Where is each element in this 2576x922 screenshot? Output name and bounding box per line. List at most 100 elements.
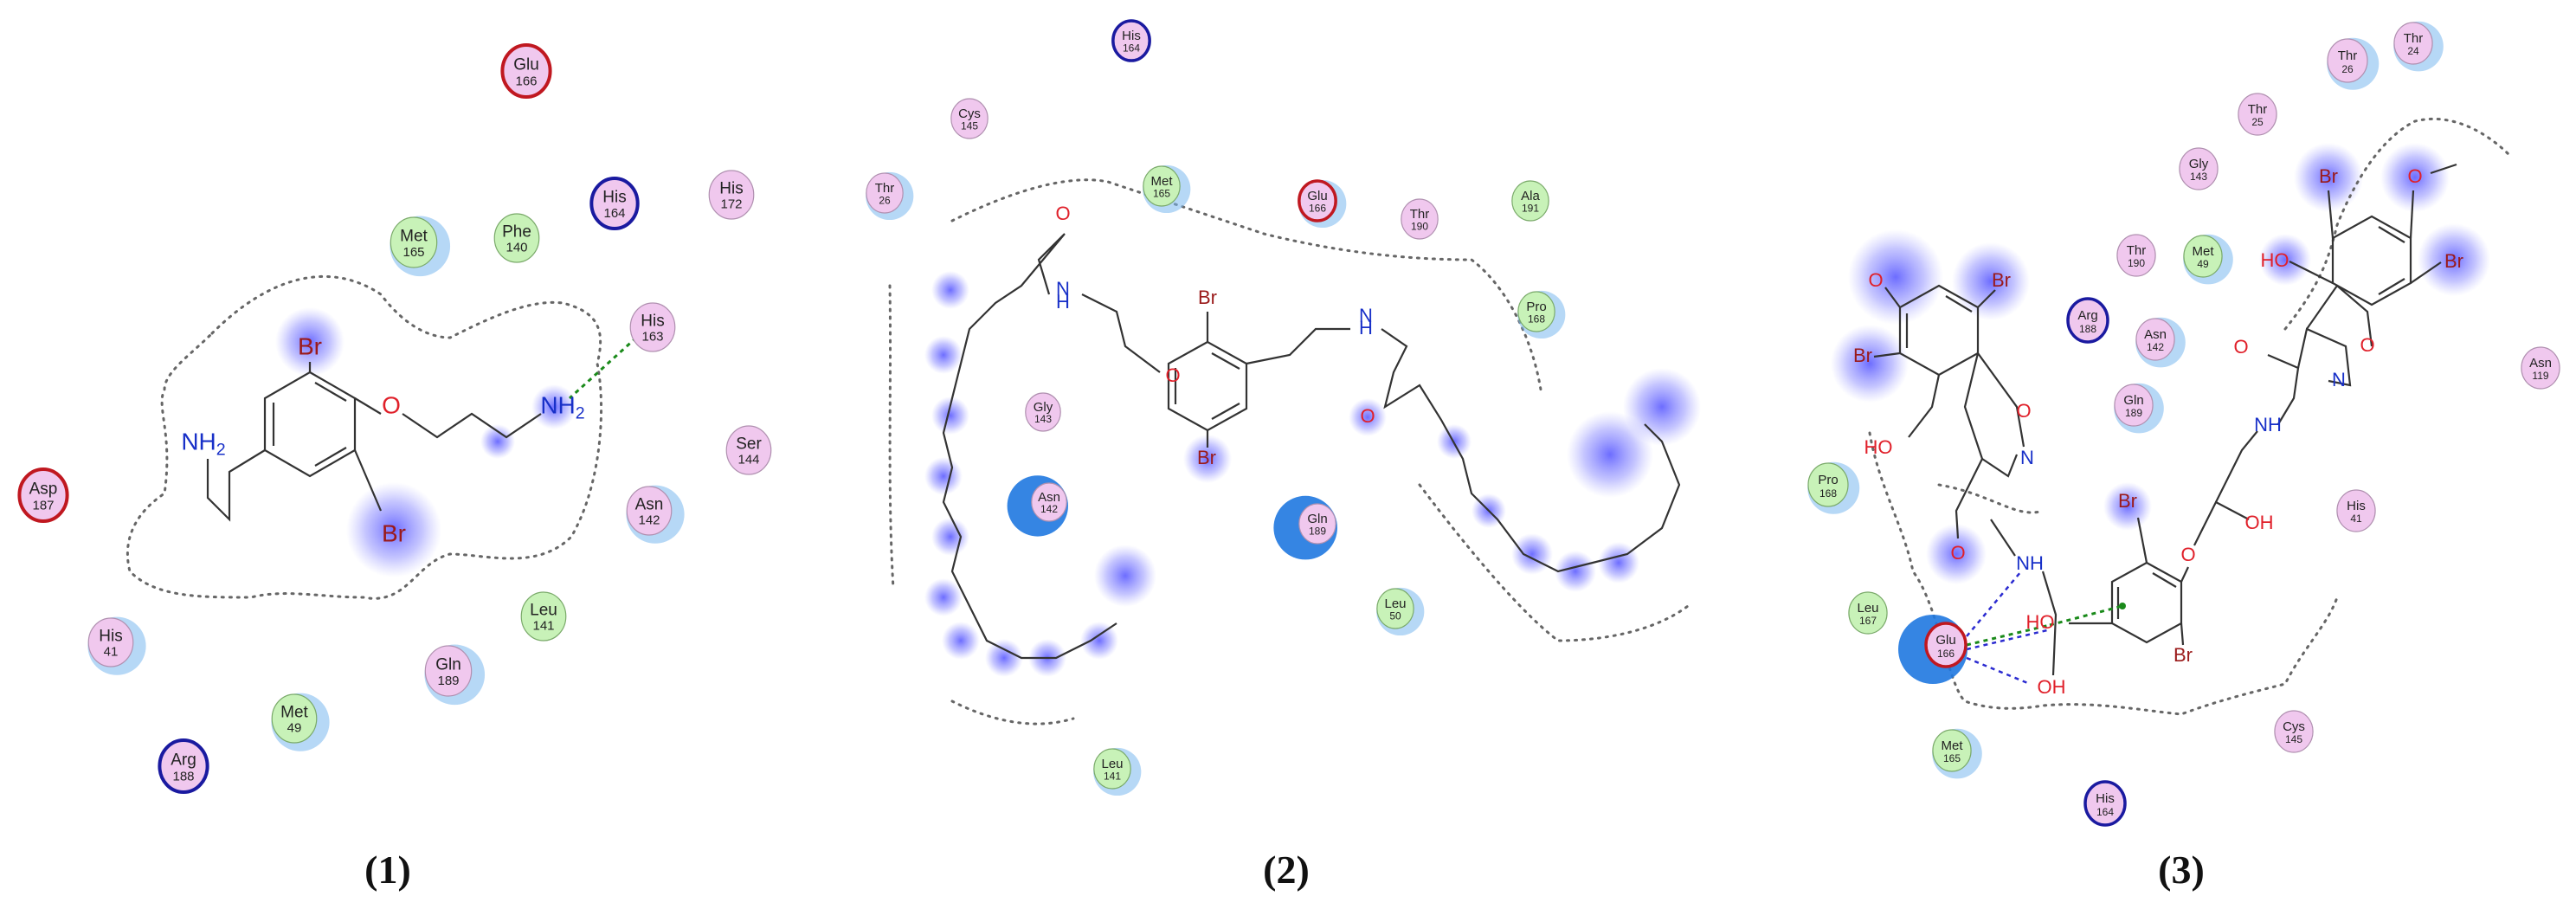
residue-number: 26 bbox=[879, 195, 891, 207]
panel-1-caption: (1) bbox=[364, 848, 411, 892]
residue-name: Thr bbox=[2404, 31, 2424, 46]
atom-label-o: O bbox=[2233, 336, 2248, 358]
atom-label-br: Br bbox=[2319, 165, 2338, 187]
residue-name: Arg bbox=[171, 751, 196, 770]
residue-name: Cys bbox=[958, 106, 981, 121]
residue-disc bbox=[1143, 165, 1181, 207]
atom-label-o: HO bbox=[2261, 249, 2289, 271]
residue-name: Asn bbox=[635, 496, 664, 514]
atom-label-o: OH bbox=[2038, 676, 2066, 698]
atom-label-o: O bbox=[2360, 334, 2374, 356]
panel-3-pocket-contour-inner bbox=[1937, 483, 2045, 514]
residue-number: 50 bbox=[1389, 610, 1401, 622]
residue-name: Leu bbox=[1101, 757, 1123, 771]
panel-1-ligand-bonds bbox=[206, 362, 542, 522]
residue-disc bbox=[2521, 346, 2560, 390]
residue-number: 144 bbox=[737, 452, 759, 467]
residue-disc bbox=[500, 43, 552, 99]
residue-number: 188 bbox=[2079, 323, 2096, 335]
residue-number: 189 bbox=[437, 674, 459, 688]
residue-disc bbox=[2336, 489, 2376, 532]
residue-number: 41 bbox=[104, 644, 119, 659]
residue-number: 164 bbox=[1123, 42, 1140, 55]
atom-label-n: H bbox=[1359, 317, 1373, 338]
panel-3-caption: (3) bbox=[2158, 848, 2205, 892]
residue-name: Pro bbox=[1818, 473, 1838, 487]
atom-label-br: Br bbox=[298, 332, 322, 359]
residue-disc bbox=[950, 98, 989, 139]
panel-3-pocket-contour-left bbox=[1868, 431, 2339, 716]
atom-label-br: Br bbox=[2174, 644, 2193, 666]
residue-number: 163 bbox=[641, 329, 663, 344]
panel-3-solvent-shadows bbox=[1831, 143, 2490, 584]
residue-number: 164 bbox=[603, 206, 625, 221]
residue-disc bbox=[87, 617, 134, 667]
residue-name: Pro bbox=[1526, 300, 1546, 314]
panel-1 bbox=[126, 275, 638, 600]
atom-label-n: NH2 bbox=[540, 391, 584, 422]
residue-name: Ala bbox=[1521, 189, 1540, 203]
residue-number: 189 bbox=[2125, 407, 2142, 419]
panel-2-pocket-contour-upper bbox=[950, 178, 1542, 391]
residue-disc bbox=[158, 738, 209, 794]
residue-number: 142 bbox=[638, 513, 660, 527]
residue-number: 143 bbox=[1034, 413, 1052, 425]
residue-disc bbox=[1376, 588, 1414, 629]
residue-number: 166 bbox=[1309, 203, 1326, 215]
residue-number: 172 bbox=[720, 197, 742, 211]
residue-disc bbox=[589, 177, 640, 230]
atom-label-n: N bbox=[1056, 278, 1070, 300]
panel-2-caption: (2) bbox=[1263, 848, 1310, 892]
residue-disc bbox=[2393, 22, 2433, 65]
atom-label-o: O bbox=[1055, 203, 1070, 224]
residue-number: 24 bbox=[2407, 45, 2419, 57]
atom-label-br: Br bbox=[2118, 490, 2137, 512]
residue-disc bbox=[866, 172, 904, 214]
atom-label-o: HO bbox=[1864, 436, 1893, 458]
residue-name: His bbox=[2096, 791, 2115, 806]
residue-number: 188 bbox=[172, 770, 194, 784]
residue-number: 168 bbox=[1819, 487, 1837, 500]
panel-2-pocket-contour-left bbox=[888, 284, 895, 590]
residue-number: 187 bbox=[32, 499, 54, 513]
residue-disc bbox=[2066, 297, 2109, 344]
atom-label-br: Br bbox=[1197, 447, 1216, 468]
residue-disc bbox=[1807, 462, 1849, 507]
atom-label-n: H bbox=[1056, 291, 1070, 313]
residue-disc bbox=[1111, 19, 1151, 62]
residue-number: 145 bbox=[2285, 733, 2302, 745]
residue-disc bbox=[708, 170, 755, 220]
residue-disc bbox=[2116, 234, 2156, 277]
residue-name: Asp bbox=[29, 480, 58, 499]
residue-number: 168 bbox=[1528, 313, 1545, 326]
residue-number: 145 bbox=[961, 120, 978, 132]
residue-disc bbox=[2183, 235, 2223, 278]
residue-number: 141 bbox=[1104, 770, 1121, 783]
atom-label-o: O bbox=[382, 391, 401, 418]
residue-disc bbox=[2327, 38, 2368, 83]
residue-name: Gln bbox=[2123, 393, 2143, 408]
atom-label-o: HO bbox=[2026, 611, 2055, 633]
atom-label-br: Br bbox=[1198, 287, 1217, 308]
atom-label-n: N bbox=[2020, 447, 2034, 468]
residue-name: Met bbox=[1941, 738, 1963, 753]
residue-number: 140 bbox=[506, 240, 527, 255]
residue-number: 164 bbox=[2096, 806, 2114, 818]
atom-label-n: N bbox=[2332, 369, 2346, 390]
residue-number: 190 bbox=[2128, 257, 2145, 269]
residue-disc bbox=[1025, 392, 1061, 432]
panel-1-hbond-his163 bbox=[568, 336, 638, 400]
